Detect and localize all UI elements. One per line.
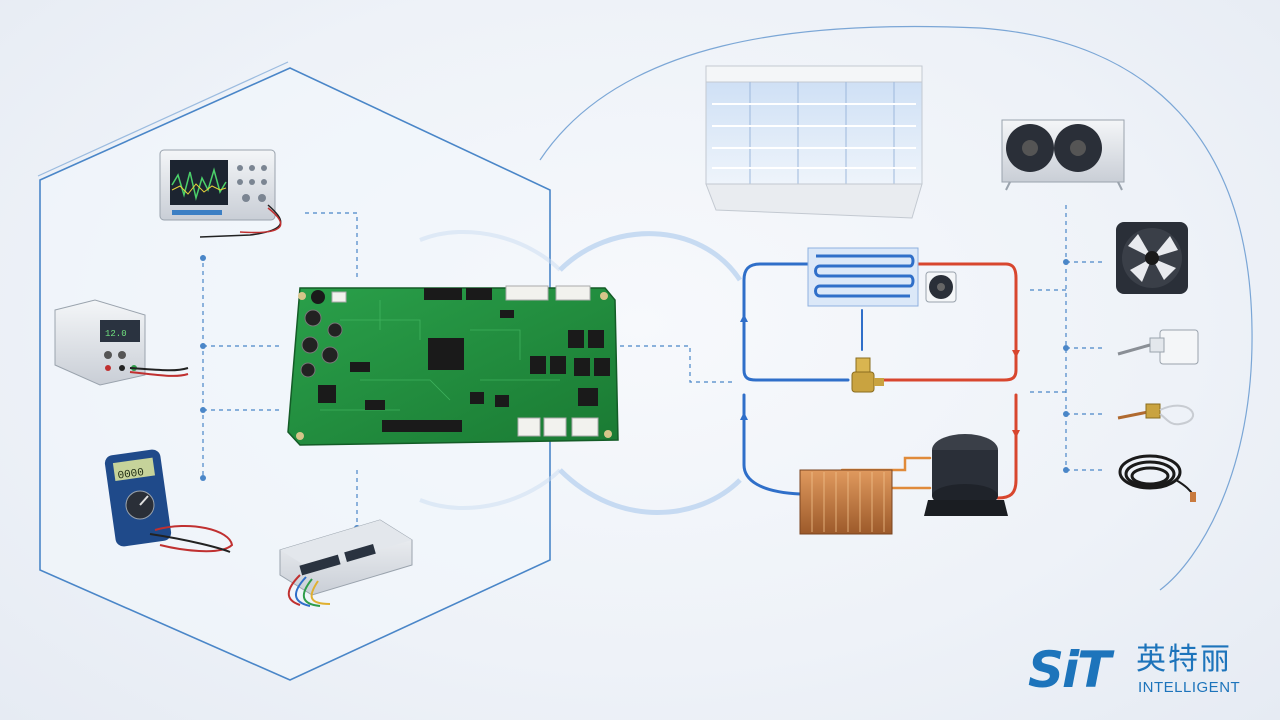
- refrigeration-system-frame: [539, 25, 1253, 591]
- pcb-to-system-line: [620, 345, 735, 383]
- pressure-sensor-icon: [1117, 403, 1194, 426]
- temperature-sensor-box-icon: [1117, 329, 1199, 365]
- logo-mark: SiT: [1028, 641, 1111, 699]
- flow-arrow-icon: [1012, 350, 1020, 438]
- brand-logo: SiT 英特丽 INTELLIGENT: [1028, 640, 1268, 704]
- condenser-unit-icon: [1001, 119, 1125, 191]
- svg-text:12.0: 12.0: [105, 329, 127, 339]
- condenser-coil-icon: [799, 469, 893, 535]
- component-connection-lines: [1030, 205, 1104, 471]
- junction-dot: [200, 255, 206, 261]
- flow-arrow-icon: [740, 314, 748, 420]
- svg-text:0000: 0000: [117, 467, 145, 483]
- refrigeration-loop: [742, 262, 1018, 500]
- evaporator-coil-icon: [807, 247, 919, 307]
- sensor-cable-icon: [1118, 454, 1196, 502]
- controller-pcb-icon: [287, 285, 619, 446]
- oscilloscope-icon: [159, 149, 282, 238]
- junction-dot: [1063, 345, 1069, 351]
- axial-fan-icon: [1116, 222, 1188, 294]
- display-refrigerator-icon: [705, 65, 923, 219]
- brand-name-cn: 英特丽: [1136, 642, 1232, 677]
- relay-icon: [530, 330, 610, 406]
- junction-dot: [200, 407, 206, 413]
- junction-dot: [200, 475, 206, 481]
- junction-dot: [200, 343, 206, 349]
- dc-power-supply-icon: 12.0: [54, 299, 189, 386]
- multimeter-icon: 0000: [104, 449, 234, 553]
- small-fan-icon: [925, 271, 957, 303]
- junction-dot: [1063, 411, 1069, 417]
- capacitor-icon: [300, 290, 343, 378]
- junction-dot: [1063, 259, 1069, 265]
- data-logger-icon: [279, 519, 413, 607]
- signal-glow-arcs: [419, 230, 743, 515]
- brand-name-en: INTELLIGENT: [1138, 679, 1241, 696]
- instrument-connection-lines: [202, 212, 358, 530]
- junction-dot: [1063, 467, 1069, 473]
- microcontroller-icon: [428, 338, 464, 370]
- compressor-icon: [924, 434, 1008, 516]
- expansion-valve-icon: [851, 357, 884, 393]
